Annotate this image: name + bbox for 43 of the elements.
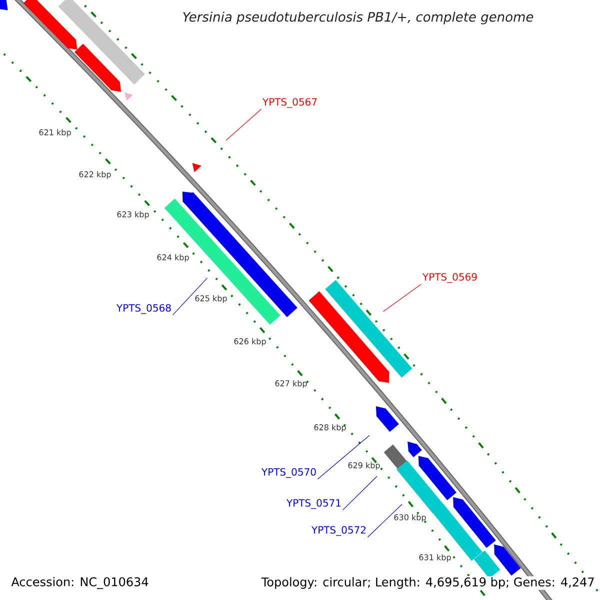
topology-text: Topology: circular; Length: 4,695,619 bp; Genes: 4,247 — [260, 576, 596, 590]
gene-label: YPTS_0567 — [262, 98, 317, 108]
gene-feature — [418, 456, 456, 500]
gene-label: YPTS_0570 — [261, 468, 316, 478]
scale-label: 628 kbp — [314, 424, 346, 432]
title: Yersinia pseudotuberculosis PB1/+, complete genome — [183, 12, 534, 24]
gene-feature — [0, 0, 8, 10]
gene-feature — [432, 504, 482, 561]
accession-text: Accession: NC_010634 — [10, 576, 150, 590]
scale-label: 625 kbp — [195, 295, 227, 303]
gene-marker — [192, 162, 202, 172]
leader-line — [226, 108, 262, 141]
leader-line — [317, 435, 370, 480]
scale-label: 627 kbp — [275, 380, 307, 388]
gene-feature — [396, 460, 444, 514]
leader-line — [342, 476, 378, 510]
leader-line — [367, 504, 402, 538]
gene-label: YPTS_0568 — [116, 304, 171, 314]
scale-label: 621 kbp — [39, 129, 71, 137]
gene-feature — [474, 550, 500, 578]
gene-feature — [308, 291, 390, 383]
leader-line — [172, 278, 208, 316]
gene-feature — [58, 0, 145, 85]
leader-line — [382, 284, 422, 312]
gene-feature — [23, 0, 78, 50]
scale-label: 624 kbp — [157, 254, 189, 262]
gene-feature — [384, 444, 408, 470]
gene-label: YPTS_0572 — [311, 526, 366, 536]
gene-feature — [376, 406, 399, 432]
gene-feature — [453, 497, 496, 548]
gene-feature — [74, 44, 122, 92]
scale-label: 630 kbp — [394, 514, 426, 522]
gene-label: YPTS_0569 — [422, 273, 477, 283]
gene-label: YPTS_0571 — [286, 499, 341, 509]
gene-feature — [494, 544, 521, 576]
scale-label: 622 kbp — [79, 171, 111, 179]
scale-label: 631 kbp — [419, 554, 451, 562]
scale-label: 623 kbp — [117, 211, 149, 219]
scale-label: 626 kbp — [234, 338, 266, 346]
scale-label: 629 kbp — [348, 462, 380, 470]
gene-feature — [325, 280, 412, 378]
gene-feature — [408, 442, 422, 458]
gene-marker — [124, 92, 133, 101]
